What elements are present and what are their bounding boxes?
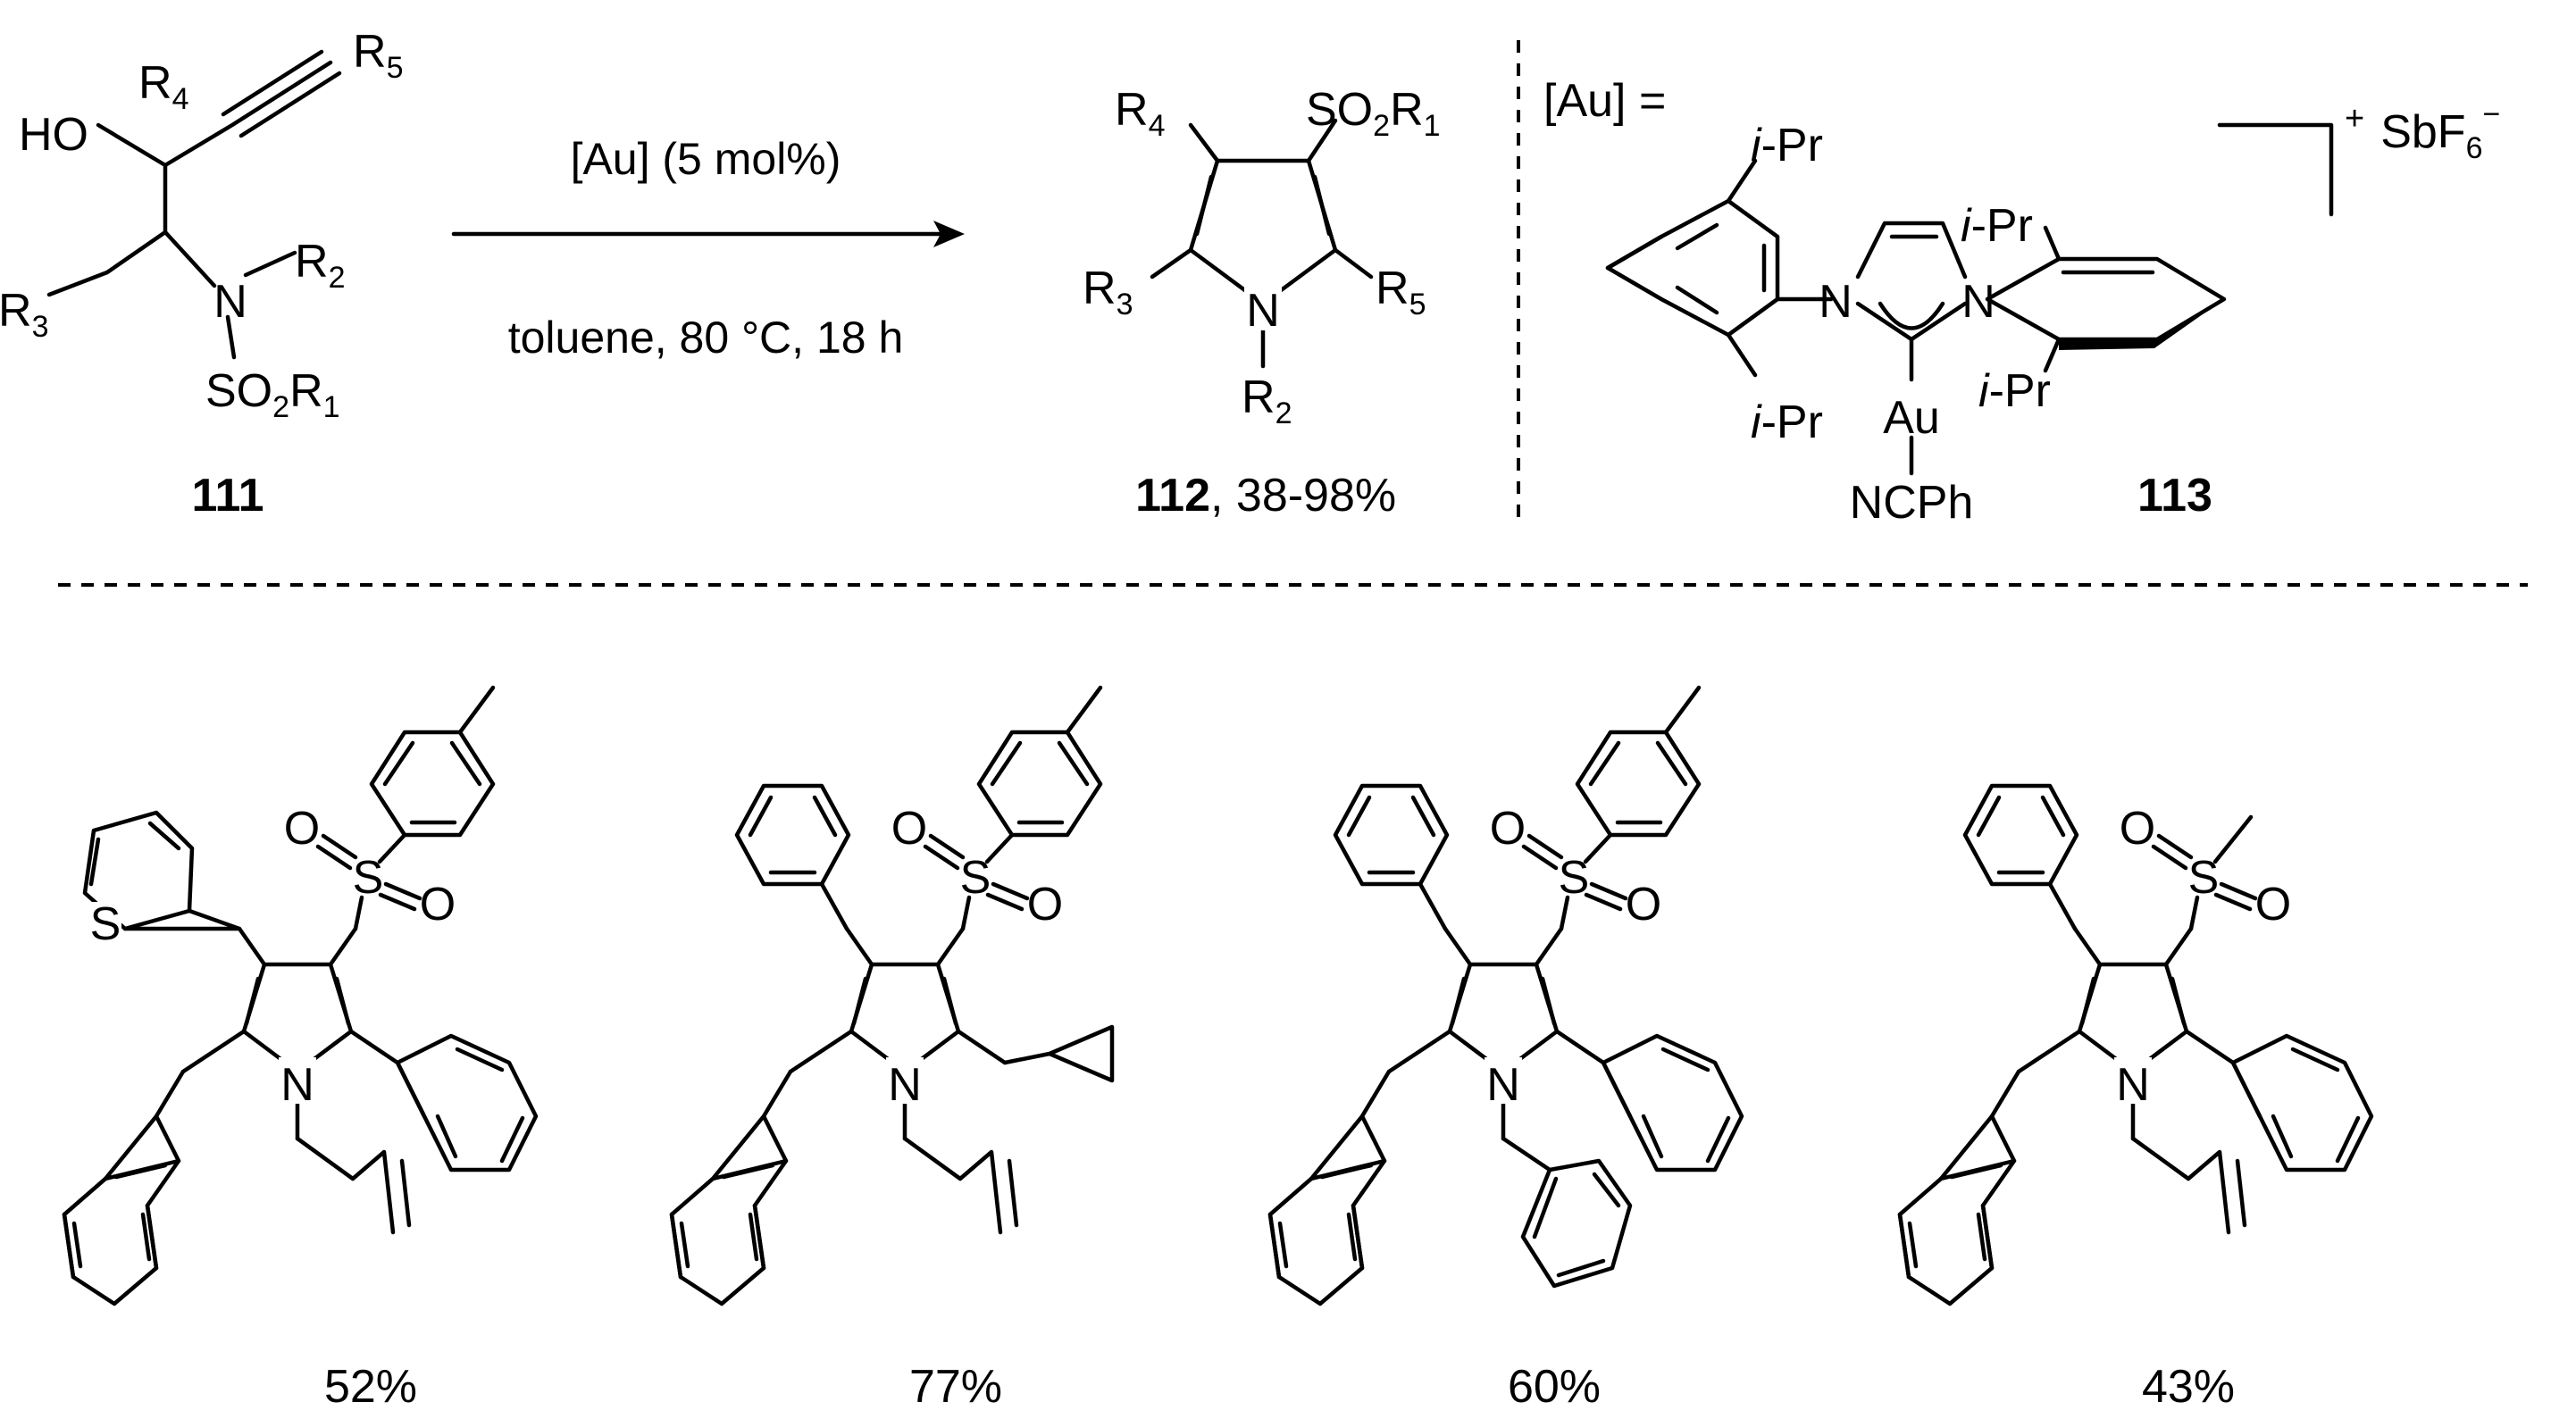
example-2: 77% — [672, 688, 1115, 1413]
example-yield: 52% — [324, 1361, 417, 1413]
svg-text:N: N — [1961, 276, 1995, 328]
ipr-label: i-Pr — [1961, 200, 2033, 252]
conditions-text: toluene, 80 °C, 18 h — [508, 313, 904, 363]
ipr-label: i-Pr — [1751, 120, 1823, 171]
product-112: N R4 SO2R1 R3 R5 R2 112 , 38-98% — [1083, 84, 1441, 522]
label-SO2R1: SO2R1 — [205, 365, 340, 424]
svg-text:R3: R3 — [1083, 263, 1133, 321]
svg-text:HO: HO — [19, 109, 88, 161]
reactant-label: 111 — [191, 470, 263, 522]
reagent-text: [Au] (5 mol%) — [571, 134, 841, 184]
label-R2: R2 — [295, 236, 345, 295]
svg-text:R2: R2 — [295, 236, 345, 295]
example-1: S 52% — [64, 688, 536, 1413]
counterion: +SbF6− — [2345, 97, 2500, 165]
ipr-label: i-Pr — [1978, 365, 2051, 417]
svg-text:N: N — [1819, 276, 1853, 328]
reaction-arrow: [Au] (5 mol%) toluene, 80 °C, 18 h — [451, 134, 965, 363]
cyclopropyl — [1002, 1024, 1115, 1083]
ipr-label: i-Pr — [1751, 396, 1823, 448]
catalyst-definition: [Au] = — [1543, 75, 1666, 127]
svg-text:R5: R5 — [1376, 263, 1426, 321]
catalyst-113: [Au] = N N Au NCPh i-Pr i-Pr i-Pr i-Pr +… — [1543, 75, 2500, 529]
label-R5: R5 — [1376, 263, 1426, 321]
label-R3: R3 — [0, 285, 48, 344]
label-R5: R5 — [353, 26, 403, 85]
svg-text:SO2R1: SO2R1 — [1306, 84, 1441, 143]
methyl-on-sulfur — [2212, 814, 2254, 864]
label-R4: R4 — [138, 57, 188, 116]
n-benzyl — [1501, 1136, 1633, 1289]
label-SO2R1: SO2R1 — [1306, 84, 1441, 143]
svg-text:SO2R1: SO2R1 — [205, 365, 340, 424]
label-R3: R3 — [1083, 263, 1133, 321]
label-R4: R4 — [1115, 84, 1165, 143]
example-yield: 60% — [1508, 1361, 1601, 1413]
svg-text:R4: R4 — [138, 57, 188, 116]
example-3: 60% — [1270, 688, 1742, 1413]
svg-text:R4: R4 — [1115, 84, 1165, 143]
catalyst-label: 113 — [2137, 470, 2212, 522]
thiophene-ring: S — [82, 810, 242, 950]
example-4: 43% — [1900, 786, 2371, 1413]
svg-text:N: N — [213, 276, 247, 328]
svg-text:N: N — [1246, 285, 1280, 337]
svg-text:S: S — [90, 898, 121, 950]
reactant-111: HO R4 R5 R3 N R2 SO2R1 111 — [0, 26, 403, 522]
example-yield: 43% — [2142, 1361, 2235, 1413]
example-yield: 77% — [909, 1361, 1002, 1413]
product-label: 112 — [1135, 470, 1210, 522]
svg-text:R2: R2 — [1242, 371, 1292, 430]
product-yield: , 38-98% — [1210, 470, 1396, 522]
ligand-ncph: NCPh — [1850, 477, 1974, 529]
gold-atom: Au — [1883, 392, 1940, 444]
svg-text:R5: R5 — [353, 26, 403, 85]
label-R2: R2 — [1242, 371, 1292, 430]
svg-text:R3: R3 — [0, 285, 48, 344]
